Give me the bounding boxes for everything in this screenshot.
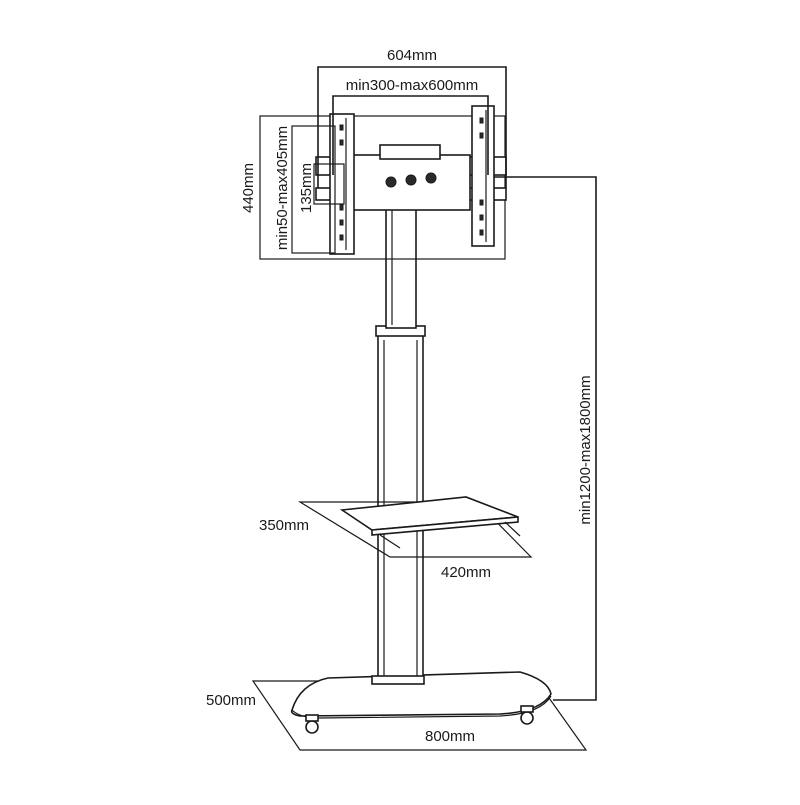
column xyxy=(371,199,426,685)
center-plate-dimension-box xyxy=(313,163,345,205)
label-center-plate-height: 135mm xyxy=(298,163,315,213)
label-vesa-vertical: min50-max405mm xyxy=(274,126,291,250)
base-plate-edge xyxy=(291,695,552,719)
vesa-horizontal-line xyxy=(332,95,489,175)
label-total-height: min1200-max1800mm xyxy=(577,375,594,524)
label-base-depth: 500mm xyxy=(206,692,256,709)
bracket-arm-left xyxy=(329,113,355,255)
bracket-bolt-2 xyxy=(405,174,417,186)
dimension-lines xyxy=(317,66,597,701)
bracket-arm-right xyxy=(471,105,495,247)
bracket-arm-holes xyxy=(339,117,484,241)
base-plate xyxy=(290,671,552,717)
wheel-front-right xyxy=(520,711,534,725)
vesa-vertical-dimension-box xyxy=(291,125,336,254)
bracket-tilt-head xyxy=(379,144,441,160)
column-foot-cap xyxy=(371,675,425,685)
wheel-front-right-mount xyxy=(520,705,534,713)
shelf xyxy=(297,496,533,558)
label-shelf-width: 420mm xyxy=(441,564,491,581)
label-vesa-horizontal: min300-max600mm xyxy=(346,77,479,94)
base xyxy=(251,671,588,751)
label-bracket-outer-width: 604mm xyxy=(387,47,437,64)
shelf-glass-edge xyxy=(371,516,519,536)
label-shelf-depth: 350mm xyxy=(259,517,309,534)
label-base-width: 800mm xyxy=(425,728,475,745)
width-604-line xyxy=(317,66,507,188)
total-height-line xyxy=(494,176,597,701)
dimension-labels: 604mm min300-max600mm 440mm min50-max405… xyxy=(206,47,594,745)
label-bracket-outer-height: 440mm xyxy=(240,163,257,213)
shelf-bracket-right xyxy=(504,521,521,537)
shelf-bracket-left xyxy=(379,534,401,549)
bracket-bolt-3 xyxy=(425,172,437,184)
bracket-bolt-1 xyxy=(385,176,397,188)
tv-bracket xyxy=(259,105,507,260)
column-upper-tube xyxy=(385,199,417,329)
wheel-front-left-mount xyxy=(305,714,319,722)
wheel-front-left xyxy=(305,720,319,734)
